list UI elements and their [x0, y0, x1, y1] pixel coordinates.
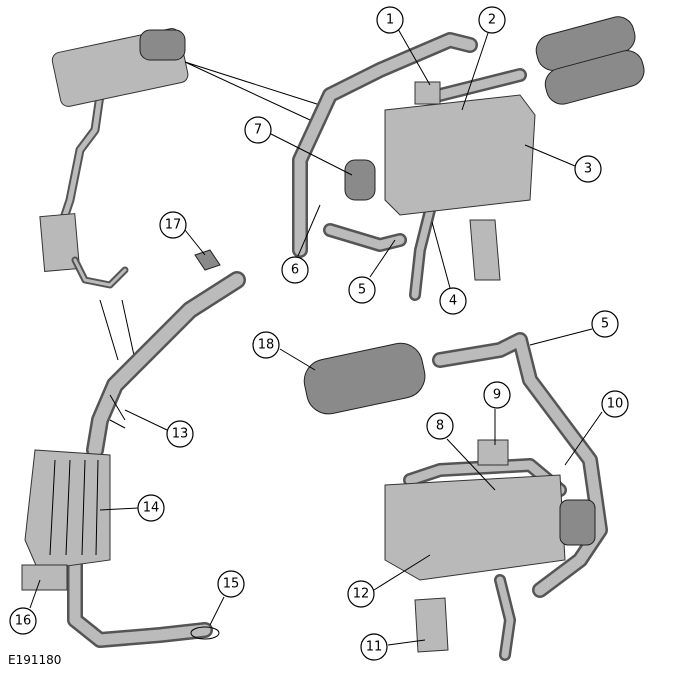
leader-lines [29, 28, 603, 646]
svg-text:6: 6 [291, 263, 299, 278]
callout-16: 16 [9, 607, 37, 635]
svg-text:10: 10 [607, 397, 624, 412]
svg-text:1: 1 [386, 13, 394, 28]
svg-text:2: 2 [488, 13, 496, 28]
svg-text:3: 3 [584, 162, 592, 177]
svg-text:8: 8 [436, 419, 444, 434]
fuel-silencer [303, 342, 426, 415]
callout-9: 9 [483, 381, 511, 409]
svg-text:4: 4 [449, 294, 457, 309]
callout-5-lower: 5 [591, 310, 619, 338]
svg-text:14: 14 [143, 501, 160, 516]
svg-text:9: 9 [493, 388, 501, 403]
callout-2: 2 [478, 6, 506, 34]
svg-text:11: 11 [366, 640, 383, 655]
callout-8: 8 [426, 412, 454, 440]
callout-17: 17 [159, 211, 187, 239]
callout-12: 12 [347, 580, 375, 608]
svg-text:17: 17 [165, 218, 182, 233]
svg-text:12: 12 [353, 587, 370, 602]
callout-10: 10 [601, 390, 629, 418]
callout-11: 11 [360, 633, 388, 661]
heater-unit-top [292, 16, 645, 301]
callout-18: 18 [252, 331, 280, 359]
callout-7: 7 [244, 116, 272, 144]
svg-text:7: 7 [254, 123, 262, 138]
svg-text:5: 5 [358, 283, 366, 298]
callout-6: 6 [281, 256, 309, 284]
callout-15: 15 [217, 570, 245, 598]
figure-reference-id: E191180 [8, 653, 62, 667]
svg-text:13: 13 [172, 427, 189, 442]
svg-text:15: 15 [223, 577, 240, 592]
overview-heater-assembly [39, 28, 189, 289]
callout-4: 4 [439, 287, 467, 315]
heater-unit-bottom [303, 332, 608, 661]
svg-text:18: 18 [258, 338, 275, 353]
callout-14: 14 [137, 494, 165, 522]
callout-1: 1 [376, 6, 404, 34]
svg-text:16: 16 [15, 614, 32, 629]
svg-text:5: 5 [601, 317, 609, 332]
callout-3: 3 [574, 155, 602, 183]
exhaust-pipe [21, 249, 246, 648]
callout-5: 5 [348, 276, 376, 304]
callout-13: 13 [166, 420, 194, 448]
